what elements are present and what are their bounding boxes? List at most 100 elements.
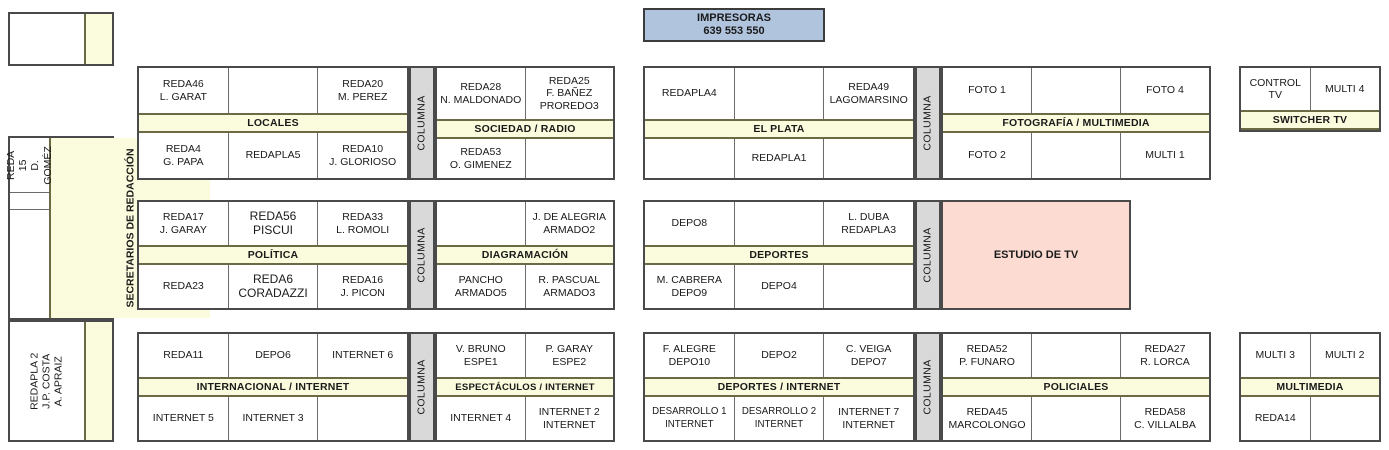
desk[interactable]: INTERNET 2 INTERNET: [538, 406, 600, 431]
desk[interactable]: [526, 139, 614, 178]
desk[interactable]: [229, 68, 319, 113]
desk[interactable]: REDA6 CORADAZZI: [229, 265, 319, 308]
desk[interactable]: REDA52 P. FUNARO: [943, 334, 1032, 377]
desk[interactable]: [437, 202, 526, 245]
desk[interactable]: INTERNET 6: [332, 349, 394, 362]
desk[interactable]: REDA14: [1241, 397, 1311, 440]
sidebar-top-seg-1: [10, 14, 84, 64]
desk[interactable]: MULTI 1: [1145, 149, 1185, 162]
block-diagramacion[interactable]: J. DE ALEGRIA ARMADO2 DIAGRAMACIÓN PANCH…: [435, 200, 615, 310]
desk[interactable]: [824, 139, 913, 178]
espectaculos-band: ESPECTÁCULOS / INTERNET: [437, 377, 613, 397]
desk[interactable]: REDA45 MARCOLONGO: [943, 397, 1032, 440]
desk[interactable]: DEPO8: [645, 202, 735, 245]
desk[interactable]: REDA28 N. MALDONADO: [437, 68, 526, 120]
desk[interactable]: DEPO6: [229, 334, 319, 377]
sidebar-bottom-box[interactable]: REDAPLA 2 J.P. COSTA A. APRAIZ: [8, 320, 114, 442]
desk[interactable]: [735, 202, 825, 245]
block-internacional-internet[interactable]: REDA11 DEPO6 INTERNET 6 INTERNACIONAL / …: [137, 332, 409, 442]
desk[interactable]: REDAPLA5: [229, 133, 319, 178]
deportes-band: DEPORTES: [645, 245, 913, 265]
desk[interactable]: REDA49 LAGOMARSINO: [829, 81, 908, 106]
desk[interactable]: FOTO 4: [1146, 84, 1184, 97]
desk[interactable]: DESARROLLO 1 INTERNET: [645, 397, 735, 440]
policiales-band: POLICIALES: [943, 377, 1209, 397]
desk[interactable]: REDA56 PISCUI: [229, 202, 319, 245]
desk[interactable]: [1311, 397, 1380, 440]
desk[interactable]: FOTO 1: [943, 68, 1032, 113]
desk[interactable]: INTERNET 3: [229, 397, 319, 440]
desk[interactable]: [318, 397, 407, 440]
sidebar-mid-box[interactable]: REDA 15 D. GOMÉZ SECRETARIOS DE REDACCIÓ…: [5, 136, 210, 320]
desk[interactable]: [1032, 334, 1121, 377]
sidebar-top-box[interactable]: [8, 12, 114, 66]
block-switcher-tv[interactable]: CONTROL TV MULTI 4 SWITCHER TV: [1239, 66, 1381, 132]
desk[interactable]: DESARROLLO 2 INTERNET: [735, 397, 825, 440]
desk[interactable]: MULTI 4: [1325, 82, 1365, 95]
desk[interactable]: REDA46 L. GARAT: [139, 68, 229, 113]
desk[interactable]: F. ALEGRE DEPO10: [645, 334, 735, 377]
desk[interactable]: INTERNET 4: [437, 397, 526, 440]
desk[interactable]: REDA4 G. PAPA: [139, 133, 229, 178]
desk[interactable]: REDA11: [139, 334, 229, 377]
block-sociedad-radio[interactable]: REDA28 N. MALDONADO REDA25 F. BAÑEZ PROR…: [435, 66, 615, 180]
desk[interactable]: MULTI 2: [1325, 349, 1365, 362]
elplata-top-row: REDAPLA4 REDA49 LAGOMARSINO: [645, 68, 913, 120]
printers-header: IMPRESORAS 639 553 550: [643, 8, 825, 42]
desk[interactable]: REDA27 R. LORCA: [1140, 343, 1190, 368]
block-fotografia-multimedia[interactable]: FOTO 1 FOTO 4 FOTOGRAFÍA / MULTIMEDIA FO…: [941, 66, 1211, 180]
desk[interactable]: REDA58 C. VILLALBA: [1134, 406, 1196, 431]
desk[interactable]: MULTI 3: [1241, 334, 1311, 377]
desk[interactable]: REDA16 J. PICON: [340, 274, 385, 299]
desk[interactable]: [824, 265, 913, 308]
desk[interactable]: REDA23: [139, 265, 229, 308]
desk[interactable]: CONTROL TV: [1241, 68, 1311, 110]
desk[interactable]: V. BRUNO ESPE1: [437, 334, 526, 377]
desk[interactable]: REDA33 L. ROMOLI: [336, 211, 390, 236]
desk[interactable]: REDAPLA4: [645, 68, 735, 120]
desk[interactable]: REDA53 O. GIMENEZ: [437, 139, 526, 179]
desk[interactable]: INTERNET 7 INTERNET: [838, 406, 900, 431]
desk[interactable]: FOTO 2: [943, 133, 1032, 178]
desk[interactable]: M. CABRERA DEPO9: [645, 265, 735, 308]
desk[interactable]: REDA20 M. PEREZ: [337, 78, 388, 103]
block-deportes-internet[interactable]: F. ALEGRE DEPO10 DEPO2 C. VEIGA DEPO7 DE…: [643, 332, 915, 442]
desk[interactable]: P. GARAY ESPE2: [545, 343, 593, 368]
desk[interactable]: R. PASCUAL ARMADO3: [538, 274, 601, 299]
desk[interactable]: INTERNET 5: [139, 397, 229, 440]
desk[interactable]: REDA10 J. GLORIOSO: [329, 143, 397, 168]
desk[interactable]: REDA25 F. BAÑEZ PROREDO3: [539, 75, 599, 112]
block-multimedia[interactable]: MULTI 3 MULTI 2 MULTIMEDIA REDA14: [1239, 332, 1381, 442]
block-locales[interactable]: REDA46 L. GARAT REDA20 M. PEREZ LOCALES …: [137, 66, 409, 180]
desk[interactable]: PANCHO ARMADO5: [437, 265, 526, 308]
desk[interactable]: [1032, 397, 1121, 440]
desk[interactable]: DEPO4: [735, 265, 825, 308]
desk[interactable]: [645, 139, 735, 179]
desk[interactable]: L. DUBA REDAPLA3: [841, 211, 897, 236]
block-el-plata[interactable]: REDAPLA4 REDA49 LAGOMARSINO EL PLATA RED…: [643, 66, 915, 180]
block-espectaculos-internet[interactable]: V. BRUNO ESPE1 P. GARAY ESPE2 ESPECTÁCUL…: [435, 332, 615, 442]
sidebar-seg-redapla2[interactable]: REDAPLA 2 J.P. COSTA A. APRAIZ: [28, 352, 66, 410]
desk[interactable]: DEPO2: [735, 334, 825, 377]
block-politica[interactable]: REDA17 J. GARAY REDA56 PISCUI REDA33 L. …: [137, 200, 409, 310]
sidebar-bottom-white: REDAPLA 2 J.P. COSTA A. APRAIZ: [10, 322, 84, 440]
politica-top-row: REDA17 J. GARAY REDA56 PISCUI REDA33 L. …: [139, 202, 407, 245]
desk[interactable]: [1032, 133, 1121, 178]
desk[interactable]: [1032, 68, 1121, 113]
desk[interactable]: REDAPLA1: [735, 139, 825, 179]
sidebar-band-label: SECRETARIOS DE REDACCIÓN: [124, 148, 137, 308]
desk[interactable]: C. VEIGA DEPO7: [845, 343, 892, 368]
printers-numbers: 639 553 550: [703, 25, 765, 37]
sidebar-seg-empty-2[interactable]: [10, 210, 49, 318]
block-estudio-de-tv[interactable]: ESTUDIO DE TV: [941, 200, 1131, 310]
sidebar-seg-reda15[interactable]: REDA 15 D. GOMÉZ: [5, 138, 53, 193]
sidebar-seg-empty-1[interactable]: [10, 193, 49, 210]
desk[interactable]: REDA17 J. GARAY: [139, 202, 229, 245]
block-deportes[interactable]: DEPO8 L. DUBA REDAPLA3 DEPORTES M. CABRE…: [643, 200, 915, 310]
desk[interactable]: [735, 68, 825, 120]
sidebar-top-white: [10, 14, 84, 64]
desk[interactable]: J. DE ALEGRIA ARMADO2: [532, 211, 607, 236]
foto-band: FOTOGRAFÍA / MULTIMEDIA: [943, 113, 1209, 133]
block-policiales[interactable]: REDA52 P. FUNARO REDA27 R. LORCA POLICIA…: [941, 332, 1211, 442]
estudio-label: ESTUDIO DE TV: [993, 249, 1079, 261]
